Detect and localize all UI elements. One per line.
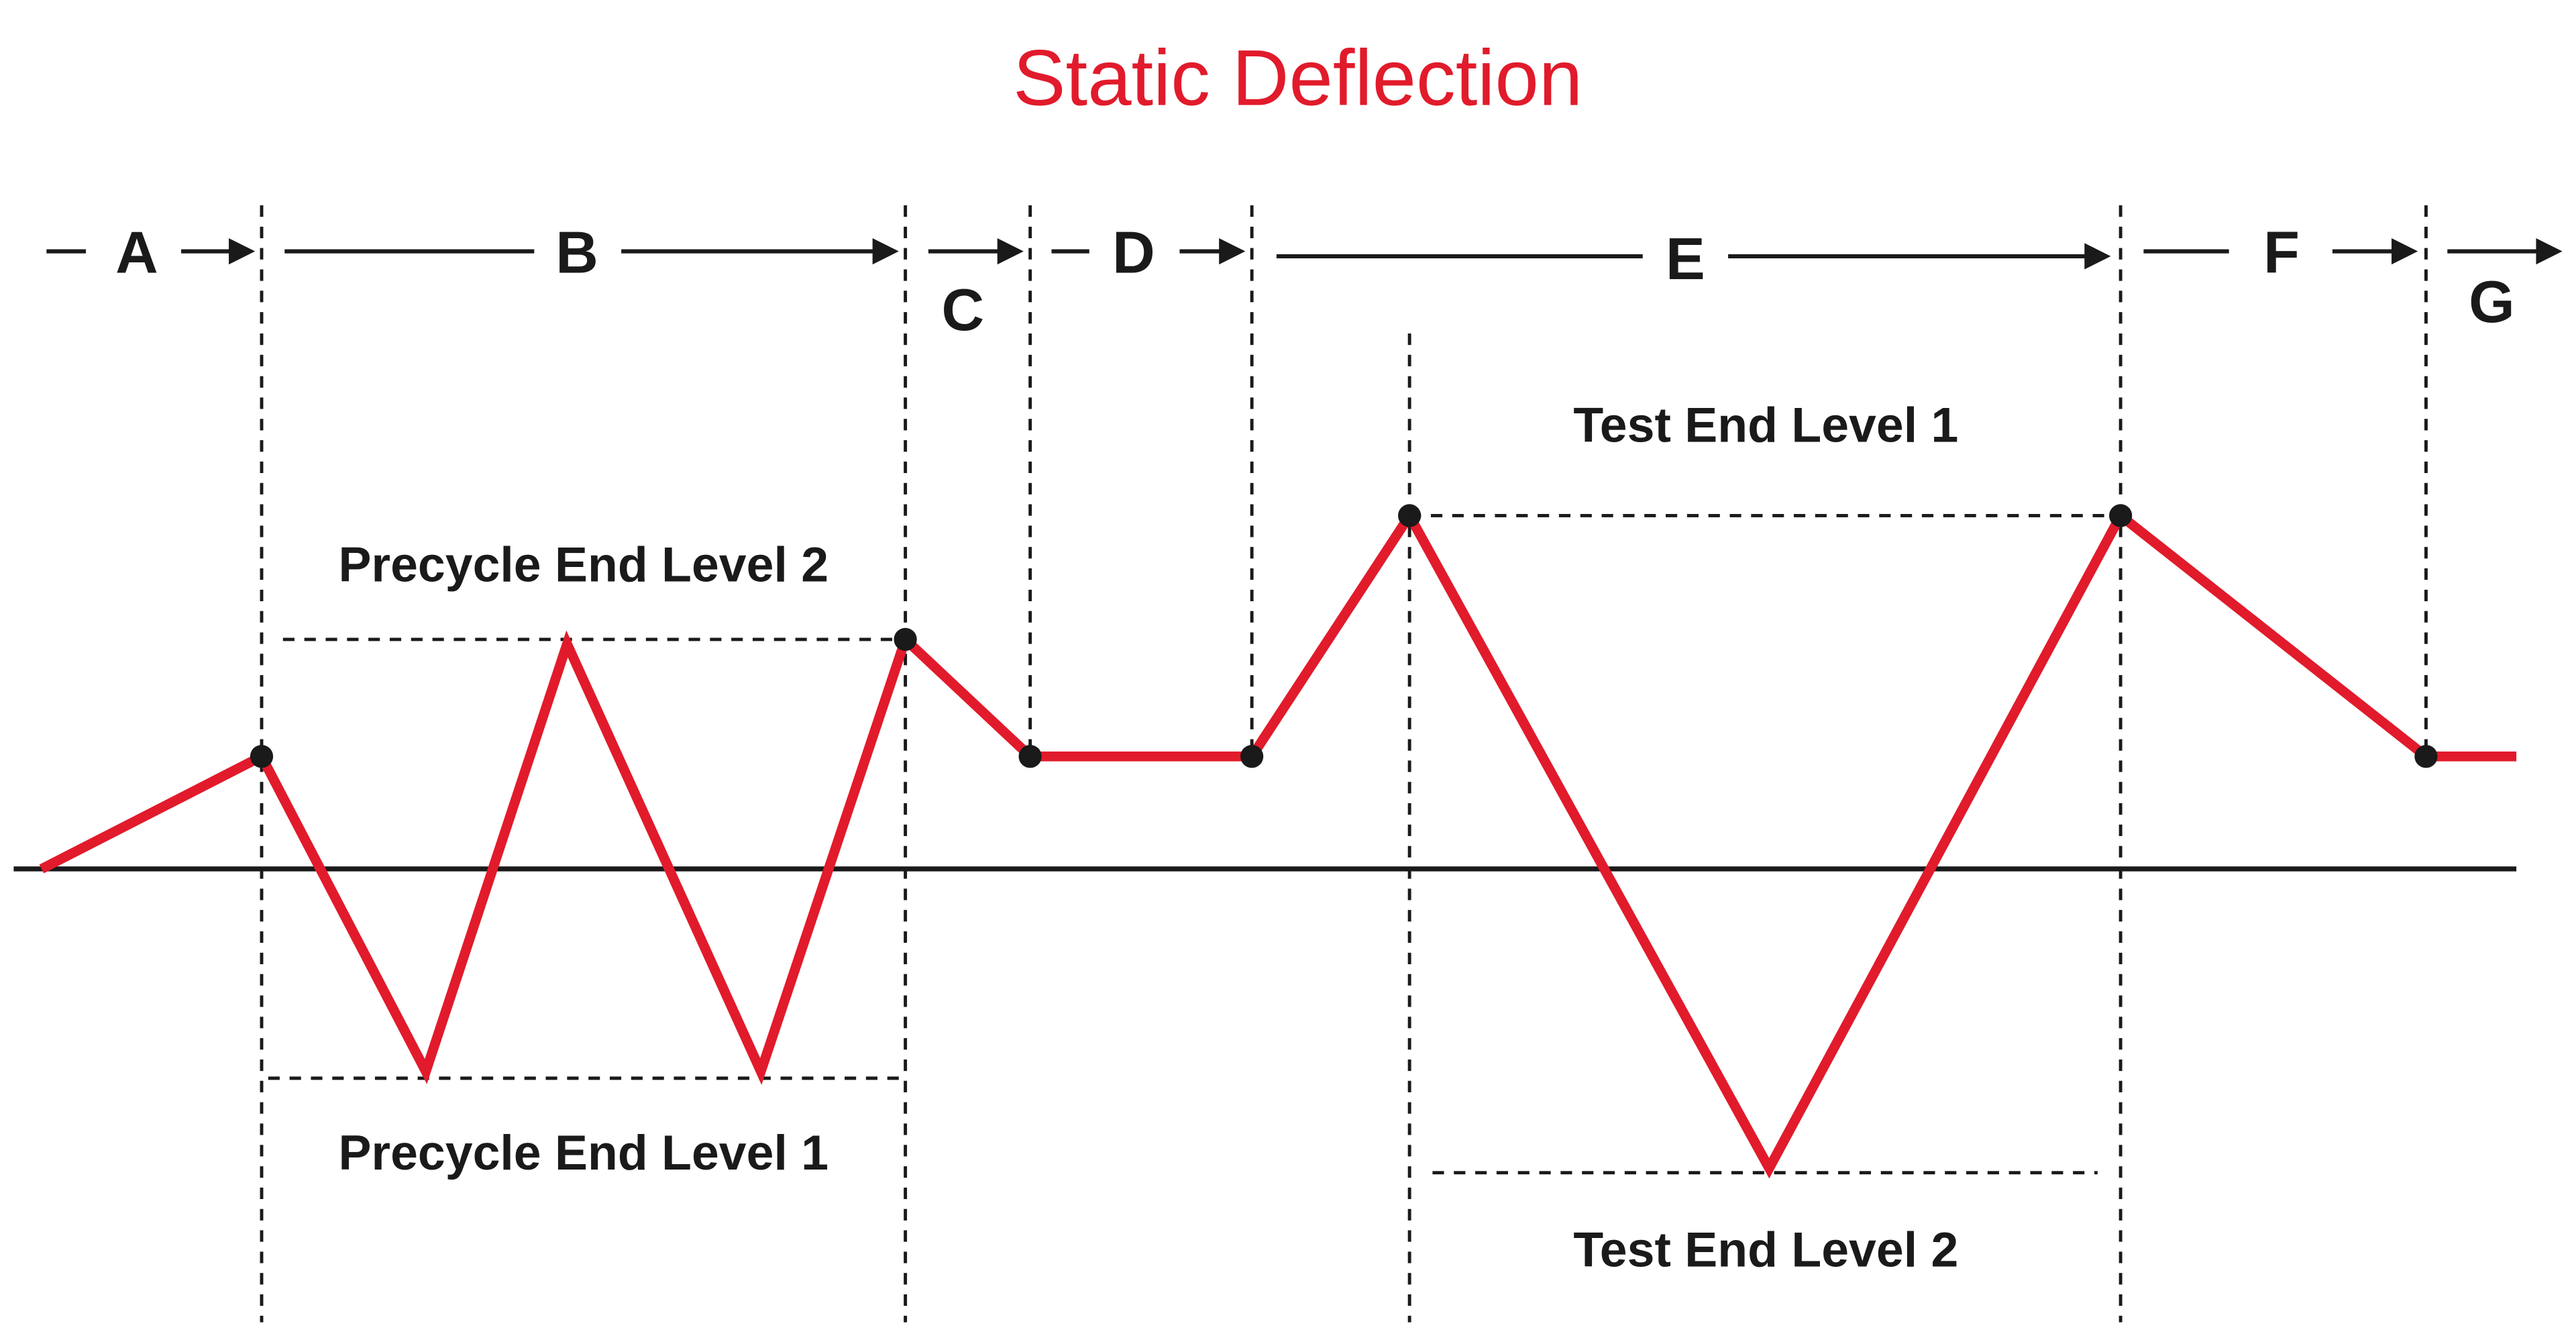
- data-point: [2108, 504, 2133, 527]
- phase-label-e: E: [1666, 225, 1705, 292]
- phase-label-b: B: [555, 219, 598, 285]
- deflection-line: [39, 506, 2517, 1179]
- level-label-precycle-2: Precycle End Level 2: [339, 537, 829, 592]
- data-point: [1240, 745, 1264, 768]
- level-label-test-1: Test End Level 1: [1573, 398, 1958, 453]
- arrowhead-icon: [997, 238, 1024, 265]
- phase-label-c: C: [941, 276, 984, 343]
- data-point: [1398, 504, 1421, 527]
- phase-label-g: G: [2469, 268, 2515, 335]
- data-point: [250, 745, 274, 768]
- arrowhead-icon: [2392, 238, 2418, 265]
- phase-label-a: A: [115, 219, 158, 285]
- phase-label-f: F: [2263, 219, 2300, 285]
- arrowhead-icon: [229, 238, 256, 265]
- data-point: [1018, 745, 1042, 768]
- level-label-test-2: Test End Level 2: [1573, 1222, 1958, 1277]
- arrowhead-icon: [1219, 238, 1246, 265]
- phase-label-d: D: [1112, 219, 1155, 285]
- data-point: [894, 627, 917, 652]
- data-point: [2414, 745, 2438, 768]
- arrowhead-icon: [2536, 238, 2563, 265]
- level-label-precycle-1: Precycle End Level 1: [339, 1125, 829, 1180]
- chart-title: Static Deflection: [1013, 34, 1582, 122]
- arrowhead-icon: [872, 238, 899, 265]
- arrowhead-icon: [2084, 243, 2111, 270]
